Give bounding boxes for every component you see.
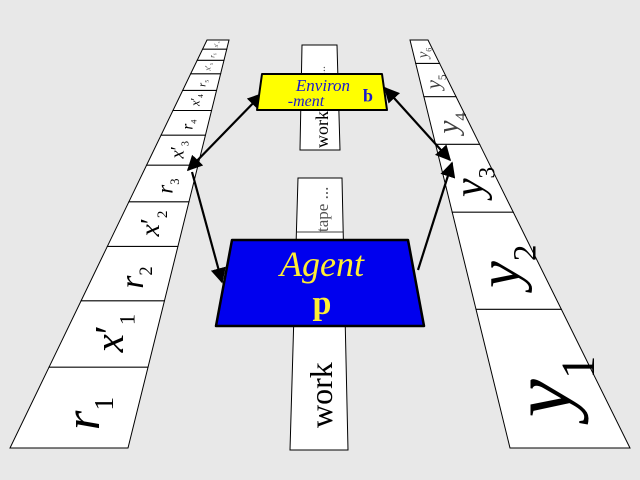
tape-cell-sub: 2	[154, 211, 171, 219]
interaction-arrows	[186, 86, 456, 284]
output-tape-right: y1y2y3y4y5y6	[409, 39, 631, 449]
tape-cell: x′4	[172, 89, 218, 112]
tape-cell-symbol: y2	[466, 245, 544, 294]
environment-line2: -ment	[288, 93, 325, 110]
arrow-left-tape-to-agent	[190, 171, 226, 284]
tape-cell: x′2	[106, 201, 190, 247]
tape-cell-symbol: y3	[446, 167, 501, 201]
arrow-agent-to-right-tape	[416, 161, 456, 271]
tape-cell-symbol: r5	[198, 80, 211, 87]
agent-line2: p	[313, 285, 332, 322]
tape-cell: y2	[451, 211, 563, 310]
tape-cell-symbol: r1	[54, 397, 119, 430]
environment-symbol: q	[363, 89, 373, 109]
tape-cell-base: x	[167, 149, 188, 159]
tape-cell-symbol: r2	[114, 266, 157, 288]
work-tape-front-label: work	[303, 362, 339, 428]
tape-cell-sub: 1	[553, 356, 605, 380]
tape-cell-base: r	[198, 82, 209, 87]
tape-cell-sub: 1	[88, 397, 119, 411]
tape-cell-symbol: r3	[152, 179, 181, 194]
tape-cell-prime: ′	[86, 325, 132, 334]
tape-cell: r2	[80, 245, 179, 302]
tape-cell-sub: 5	[205, 80, 211, 83]
agent-box: Agent p	[214, 238, 426, 328]
tape-cell: r4	[160, 110, 213, 136]
work-tape-front-trailing: tape ...	[313, 187, 332, 232]
arrow-env-to-right-tape	[383, 86, 452, 162]
tape-cell: y1	[475, 308, 631, 449]
tape-cell: r3	[128, 164, 199, 203]
tape-cell-sub: 2	[508, 245, 544, 262]
tape-cell-base: r	[152, 185, 177, 194]
tape-cell-prime: ′	[134, 218, 165, 224]
tape-cell-sub: 2	[136, 266, 157, 275]
tape-cell-base: y	[493, 378, 589, 425]
tape-cell: r5	[181, 73, 222, 91]
agent-line1: Agent	[278, 244, 365, 284]
tape-cell-symbol: y1	[493, 356, 605, 426]
tape-cell-base: x	[134, 223, 165, 237]
work-tape-back-label: work	[312, 111, 332, 148]
tape-cell: r1	[9, 366, 149, 449]
tape-cell-symbol: x′2	[134, 211, 171, 238]
tape-cell: x′1	[48, 300, 166, 368]
tape-cell-sub: 3	[181, 141, 192, 146]
environment-line1: Environ	[295, 76, 350, 95]
tape-cell-base: r	[54, 410, 110, 430]
tape-cell-prime: ′	[167, 146, 188, 150]
tape-cell-sub: 3	[475, 167, 501, 179]
tape-cell-base: y	[446, 178, 493, 201]
tape-cell-base: x	[86, 334, 132, 353]
tape-cell-symbol: x′3	[167, 141, 191, 159]
tape-cell-sub: 3	[168, 179, 182, 185]
tape-cell-sub: 4	[452, 112, 470, 120]
tape-cell-sub: 4	[198, 94, 205, 98]
tape-cell-base: y	[466, 261, 533, 294]
tape-cell-base: r	[114, 275, 151, 289]
arrow-env-to-left-tape	[186, 92, 264, 172]
tape-cell-sub: 5	[437, 74, 449, 80]
tape-cell-symbol: x′1	[86, 314, 140, 354]
environment-box: Environ -ment q	[256, 73, 388, 111]
fade-overlay	[0, 0, 640, 70]
tape-cell: y4	[423, 96, 481, 145]
tape-cell-base: y	[433, 120, 465, 137]
tape-cell-sub: 1	[115, 314, 140, 325]
tape-cell-base: y	[423, 79, 445, 91]
tape-cell: y3	[434, 143, 515, 213]
